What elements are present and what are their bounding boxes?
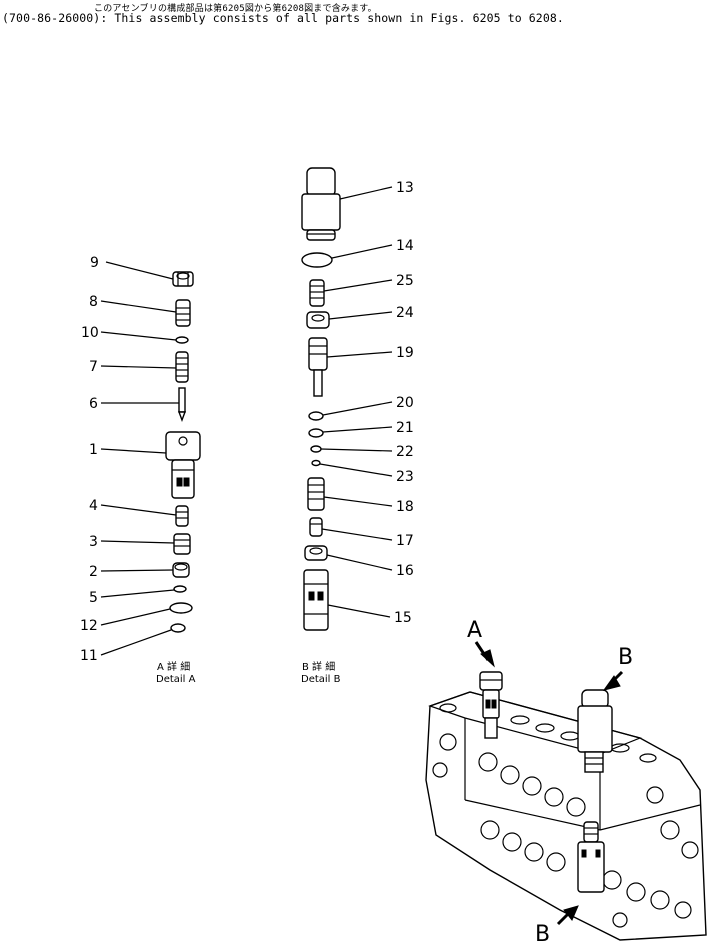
label-part-7: 7 [89,359,98,375]
detail-b-group: 13 14 25 24 19 20 21 22 23 18 17 16 15 B… [301,167,414,685]
label-part-22: 22 [396,444,414,460]
label-part-18: 18 [396,499,414,515]
detail-a-caption-en: Detail A [156,674,196,685]
detail-b-caption-en: Detail B [301,674,341,685]
label-part-8: 8 [89,294,98,310]
part-7-spring [175,351,189,383]
lower-port-row [480,786,699,928]
part-10-ring [175,336,189,344]
part-14-o-ring [301,252,333,268]
label-part-6: 6 [89,396,98,412]
part-4-spring [175,505,189,527]
part-16-seat [304,545,328,561]
part-12-o-ring [169,602,193,614]
part-18-spring [307,477,325,511]
part-25-spring [309,279,325,307]
valve-b-top-installed [577,689,613,773]
upper-port-row [432,733,586,817]
detail-b-caption-jp: B 詳 細 [302,660,335,673]
top-port-row [439,703,657,763]
arrow-b-bottom [556,905,579,926]
part-17-poppet [309,517,323,537]
japanese-header-note: このアセンブリの構成部品は第6205図から第6208図まで含みます。 [94,4,377,14]
label-part-5: 5 [89,590,98,606]
part-20-ring [308,411,324,421]
marker-a: A [467,618,482,643]
arrow-a [474,641,495,668]
part-22-ring [310,445,322,453]
part-5-ring [173,585,187,593]
part-19-piston [308,337,328,397]
label-part-2: 2 [89,564,98,580]
label-part-16: 16 [396,563,414,579]
label-part-3: 3 [89,534,98,550]
part-2-cap [172,562,190,578]
label-part-1: 1 [89,442,98,458]
label-part-17: 17 [396,533,414,549]
part-9-nut [172,271,194,287]
label-part-24: 24 [396,305,414,321]
part-3-plug [173,533,191,555]
arrow-b-top [602,670,624,691]
valve-b-bottom-installed [577,821,605,893]
part-11-ring [170,623,186,633]
part-15-sleeve [303,569,329,631]
part-13-cap [301,167,341,241]
label-part-19: 19 [396,345,414,361]
label-part-10: 10 [81,325,99,341]
label-part-13: 13 [396,180,414,196]
detail-a-group: 9 8 10 7 6 1 4 3 2 5 12 11 A 詳 細 Detail … [80,255,201,685]
part-24-seat [306,311,330,329]
label-part-15: 15 [394,610,412,626]
label-part-20: 20 [396,395,414,411]
label-part-21: 21 [396,420,414,436]
valve-a-installed [479,671,503,739]
detail-a-caption-jp: A 詳 細 [157,660,190,673]
label-part-12: 12 [80,618,98,634]
label-part-14: 14 [396,238,414,254]
english-header-note: (700-86-26000): This assembly consists o… [2,11,564,25]
control-valve-overview: A B B [425,618,707,945]
label-part-25: 25 [396,273,414,289]
label-part-11: 11 [80,648,98,664]
part-8-adjuster [175,299,191,327]
label-part-9: 9 [90,255,99,271]
part-23-ring [311,459,321,467]
marker-b-top: B [618,645,633,670]
label-part-23: 23 [396,469,414,485]
marker-b-bottom: B [535,922,550,945]
label-part-4: 4 [89,498,98,514]
part-21-ring [308,428,324,438]
part-1-valve-body [165,431,201,499]
part-6-pin [177,387,187,422]
